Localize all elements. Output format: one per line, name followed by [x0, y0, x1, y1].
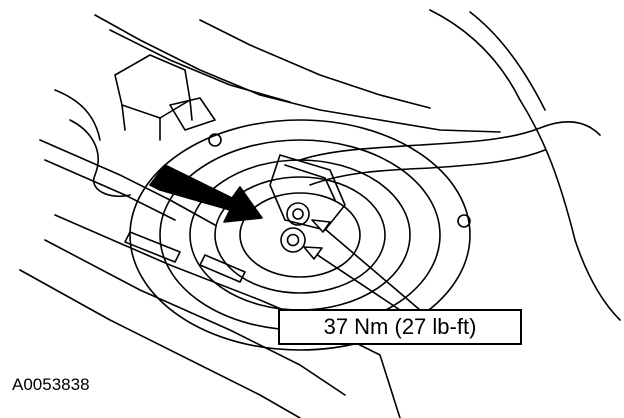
leader-arrowhead-lower — [303, 246, 323, 260]
figure-id: A0053838 — [12, 375, 90, 394]
hose-lower-edge — [309, 149, 546, 186]
upper-panel-edge — [94, 14, 501, 133]
upper-panel-edge-2 — [109, 29, 291, 103]
body-outline-inner — [469, 11, 546, 111]
upper-panel-edge-3 — [199, 19, 431, 109]
small-connector — [169, 97, 216, 131]
bolt-left — [208, 133, 222, 147]
spring-seat-ring-2 — [159, 139, 441, 331]
leader-line-lower — [309, 249, 401, 311]
spring-seat-ring-4 — [214, 176, 386, 294]
hose — [299, 121, 601, 161]
spring-seat-ring-1 — [129, 119, 471, 351]
nut-upper — [286, 202, 310, 226]
direction-arrow — [149, 164, 263, 223]
left-wire-loop — [69, 119, 131, 197]
leader-arrowhead-upper — [311, 219, 331, 233]
torque-callout: 37 Nm (27 lb-ft) — [278, 309, 522, 345]
spring-seat-ring-3 — [189, 159, 411, 311]
spring-seat-ring-5 — [239, 192, 361, 278]
lower-slot-2 — [199, 254, 246, 283]
leader-line-upper — [317, 222, 421, 311]
lower-slot — [124, 231, 181, 263]
nut-lower — [280, 227, 306, 253]
body-outline — [429, 9, 621, 321]
bolt-right — [457, 214, 471, 228]
